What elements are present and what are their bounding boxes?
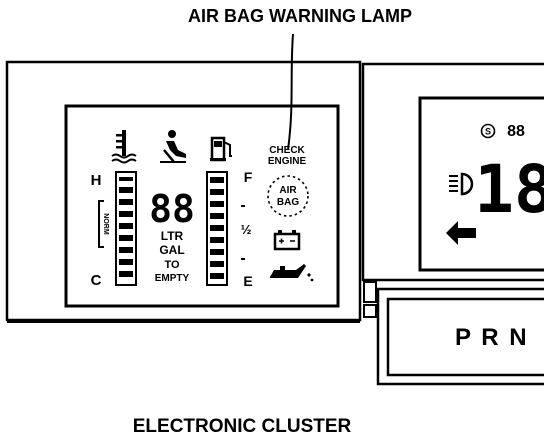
range-digits: 88	[149, 187, 195, 231]
right-top-digits: 88	[507, 123, 525, 140]
fuel-tick-lower	[241, 258, 245, 260]
temp-bar-gauge	[115, 171, 137, 286]
oil-can-icon	[270, 264, 314, 282]
fuel-pump-icon	[210, 136, 232, 162]
fuel-full-label: F	[244, 169, 253, 185]
s-symbol-ring	[480, 123, 496, 139]
unit-line-2: GAL	[159, 243, 184, 257]
prnd-display	[386, 297, 544, 377]
check-engine-line-2: ENGINE	[268, 156, 307, 167]
fuel-tick-upper	[241, 205, 245, 207]
prnd-connector-upper	[363, 281, 377, 303]
battery-icon	[273, 230, 301, 251]
seatbelt-icon	[160, 130, 186, 163]
prnd-gear-letters: P R N	[455, 324, 529, 351]
right-cluster-housing	[361, 62, 544, 282]
callout-title: AIR BAG WARNING LAMP	[188, 6, 412, 26]
fuel-empty-label: E	[243, 273, 252, 289]
lcd-display-panel	[64, 104, 340, 308]
norm-bracket	[98, 200, 104, 248]
temp-cold-label: C	[91, 272, 102, 289]
headlamp-icon	[449, 172, 474, 196]
temp-norm-label: NORM	[102, 213, 109, 235]
left-arrow-icon	[446, 221, 476, 245]
unit-line-3: TO	[164, 259, 180, 271]
unit-line-1: LTR	[161, 229, 184, 243]
right-lcd-panel	[418, 96, 544, 272]
airbag-line-2: BAG	[277, 197, 299, 208]
diagram-caption: ELECTRONIC CLUSTER	[133, 416, 352, 437]
callout-leader-line	[287, 33, 294, 151]
airbag-lamp-glow	[267, 175, 309, 217]
check-engine-line-1: CHECK	[269, 145, 305, 156]
prnd-housing	[376, 287, 544, 386]
unit-line-4: EMPTY	[155, 273, 190, 284]
coolant-temp-icon	[111, 130, 137, 164]
s-symbol-label: S	[485, 127, 491, 137]
fuel-bar-gauge	[206, 171, 228, 286]
left-cluster-housing	[5, 60, 362, 322]
airbag-line-1: AIR	[279, 185, 297, 196]
temp-hot-label: H	[91, 172, 102, 189]
prnd-connector-lower	[363, 304, 377, 318]
right-big-digits: 18	[474, 151, 544, 228]
fuel-half-label: ½	[241, 222, 252, 237]
